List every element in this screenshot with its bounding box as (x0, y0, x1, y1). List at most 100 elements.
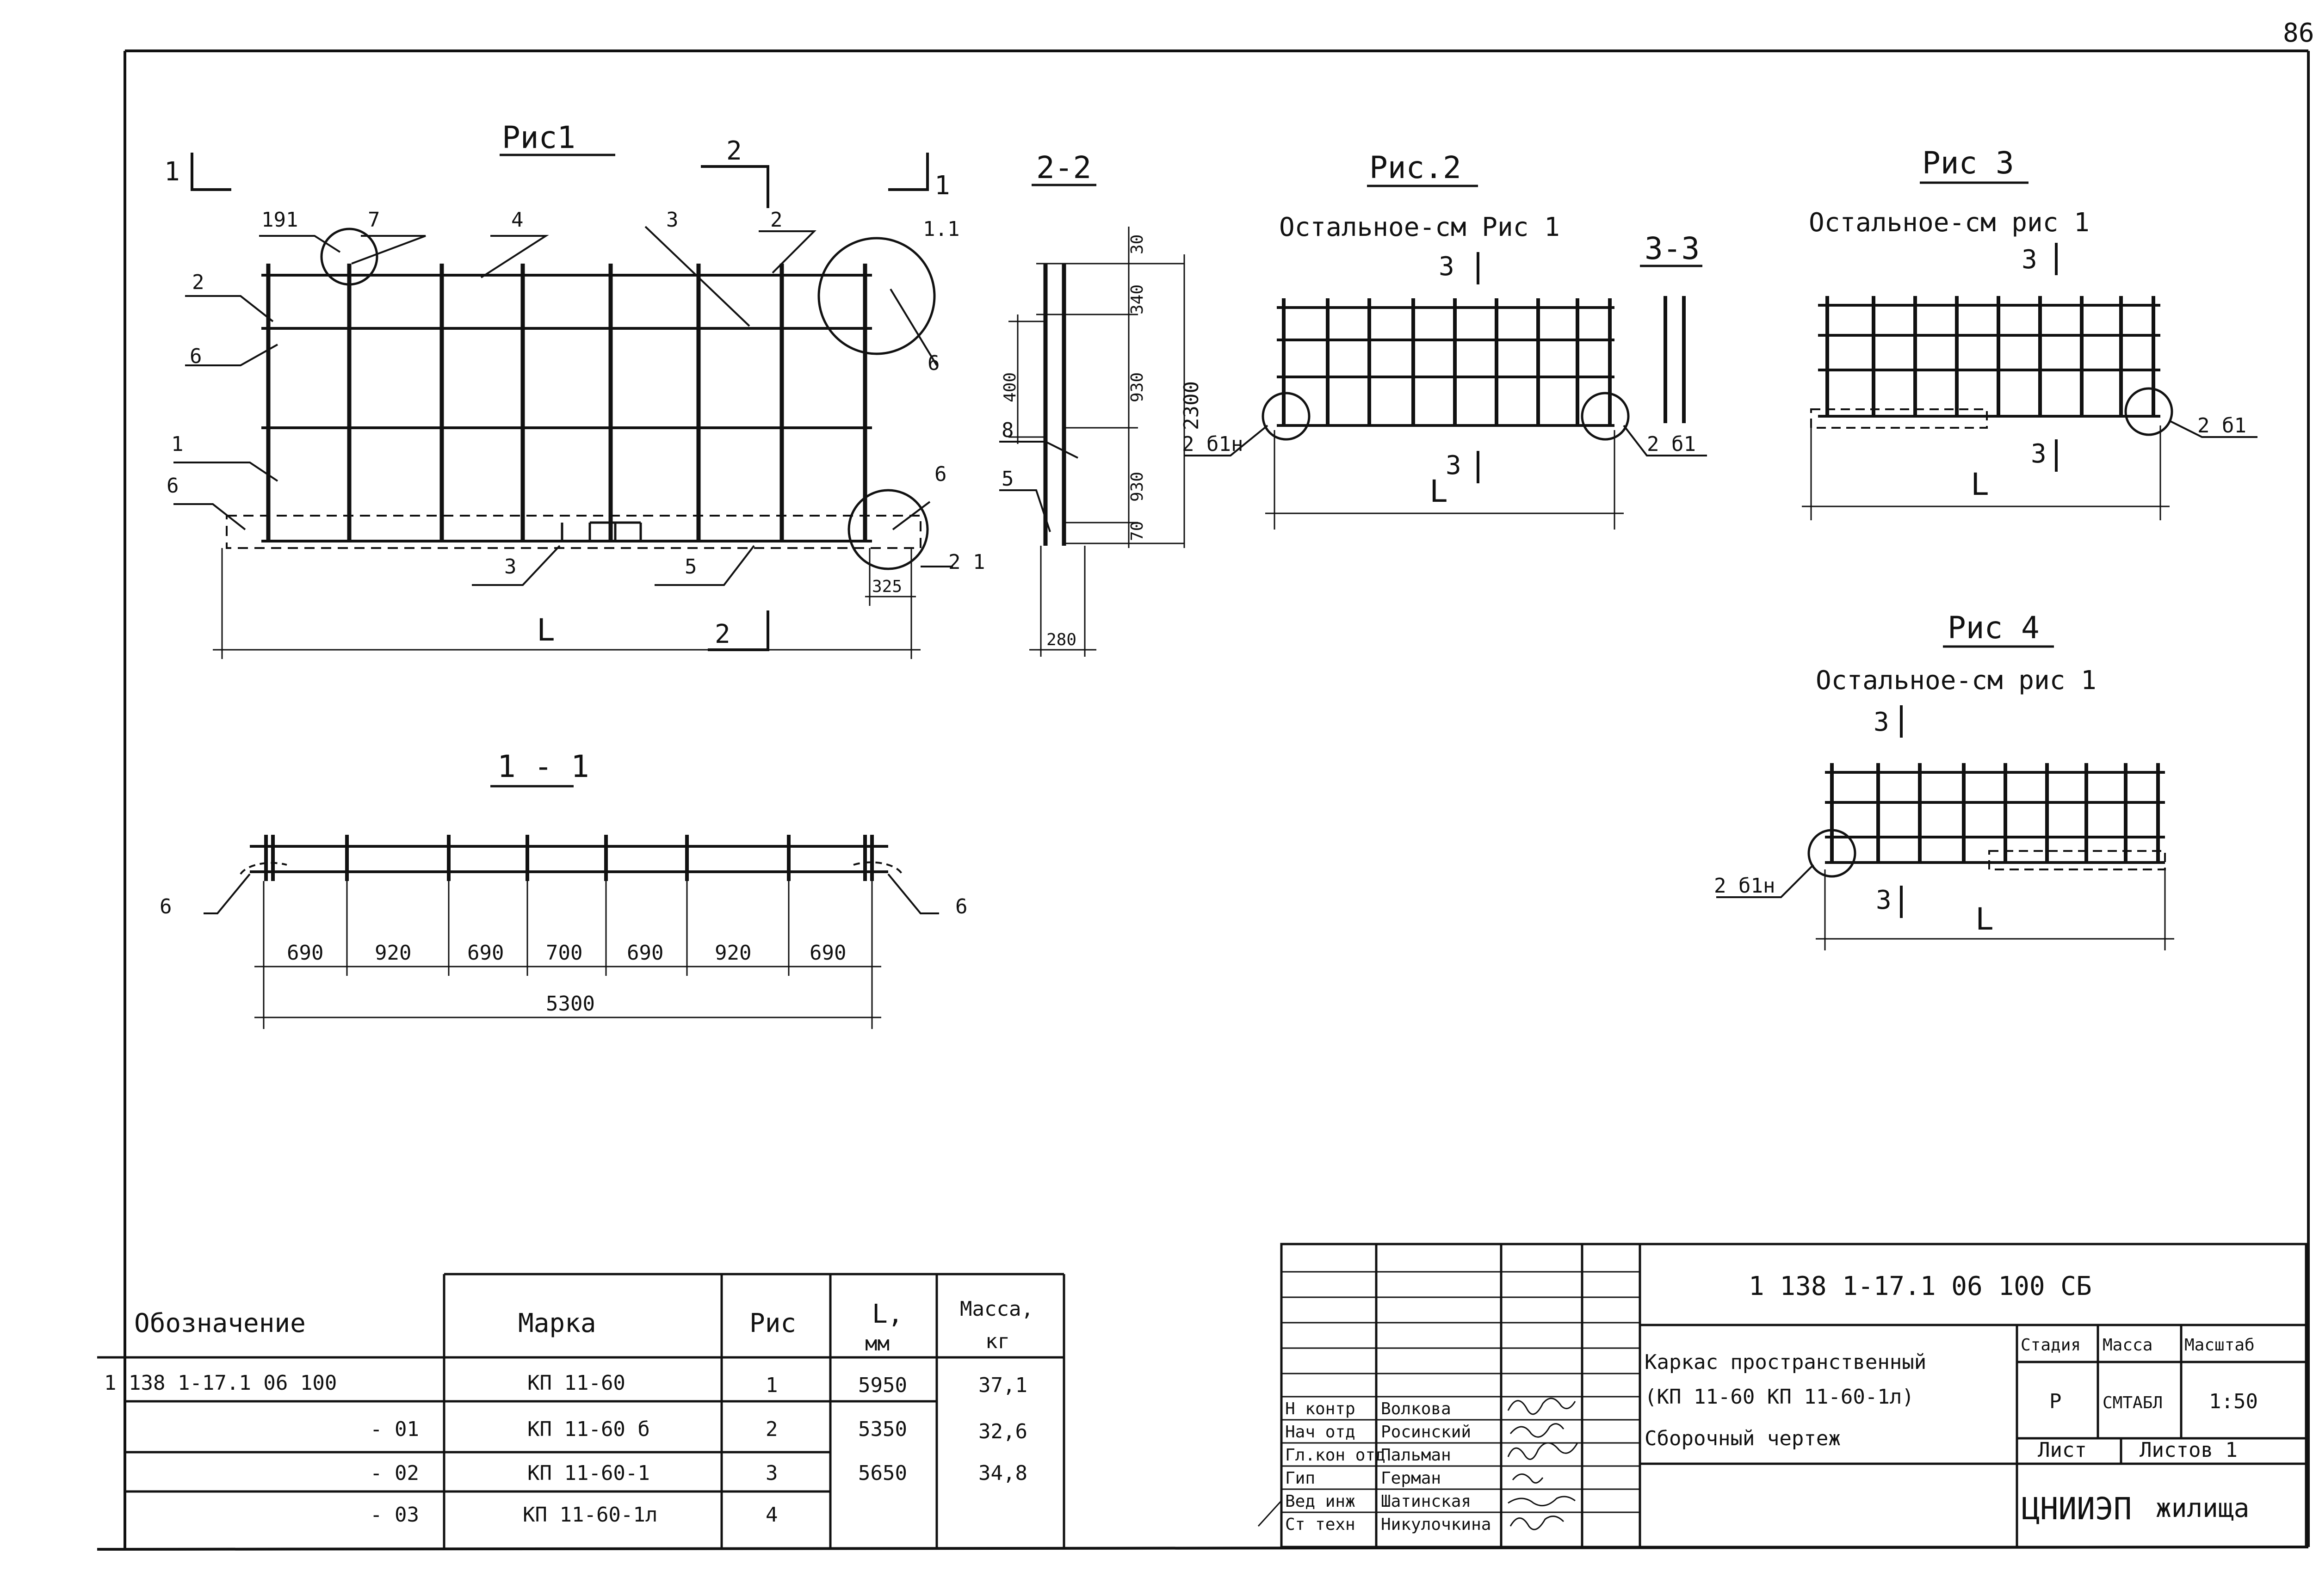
signature-row: Н контр Волкова (1285, 1399, 1451, 1418)
sec22-dim-930b: 930 (1128, 472, 1147, 502)
fig1-section1-right: 1 (934, 171, 950, 201)
spec-row-length: 5950 (858, 1374, 907, 1397)
fig1-callout-191: 191 (261, 208, 298, 232)
fig4-dim-L: L (1975, 901, 1994, 937)
spec-row: - 02 КП 11-60-1 3 5650 34,8 (370, 1461, 1027, 1485)
signature-name: Росинский (1381, 1423, 1471, 1442)
spec-header-mass: Масса, (960, 1297, 1033, 1321)
title-scale-label: Масштаб (2184, 1336, 2255, 1355)
section-2-2: 2-2 30 340 400 930 930 (999, 150, 1203, 657)
signature-name: Пальман (1381, 1446, 1451, 1465)
fig4-note: Остальное-см рис 1 (1816, 666, 2097, 696)
title-org: ЦНИИЭП (2022, 1491, 2132, 1527)
title-org-suffix: жилища (2156, 1493, 2249, 1523)
title-line-2: (КП 11-60 КП 11-60-1л) (1645, 1385, 1914, 1409)
sec11-spacing-4: 700 (546, 941, 582, 965)
spec-row: - 01 КП 11-60 б 2 5350 32,6 (370, 1417, 1027, 1443)
fig4-title: Рис 4 (1948, 610, 2040, 646)
fig1-section1-left: 1 (164, 157, 180, 187)
spec-row-designation: - 01 (370, 1417, 419, 1441)
sec11-pos-left: 6 (160, 895, 172, 918)
fig1-pos-6-low-right: 6 (934, 462, 947, 486)
signature-name: Герман (1381, 1469, 1441, 1488)
spec-row-mark: КП 11-60-1 (527, 1461, 650, 1485)
spec-header-fig: Рис (749, 1308, 796, 1338)
sec11-spacing-1: 690 (287, 941, 323, 965)
signature-role: Гип (1285, 1469, 1315, 1488)
fig1-dim-325: 325 (872, 577, 902, 596)
fig1-pos-1: 1 (171, 432, 184, 456)
fig1-pos-4: 4 (511, 208, 524, 232)
signature-role: Гл.кон отд (1285, 1446, 1385, 1465)
title-block: 1 138 1-17.1 06 100 СБ Каркас пространст… (1257, 1243, 2307, 1548)
sec22-dim-70: 70 (1128, 521, 1147, 541)
spec-table: Обозначение Марка Рис L, мм Масса, кг 1 … (97, 1273, 1065, 1549)
fig1-pos-5: 5 (685, 555, 697, 579)
section-1-1: 1 - 1 6 6 (160, 749, 968, 1029)
signature-role: Ст техн (1285, 1515, 1355, 1534)
fig1-pos-3-top: 3 (666, 208, 679, 232)
signature-role: Нач отд (1285, 1423, 1355, 1442)
spec-row-mark: КП 11-60 б (527, 1417, 650, 1441)
fig1-dim-L: L (537, 612, 555, 648)
sec22-dim-340: 340 (1128, 284, 1147, 314)
signature-name: Никулочкина (1381, 1515, 1491, 1534)
signature-row: Ст техн Никулочкина (1285, 1515, 1491, 1534)
spec-row-designation: - 02 (370, 1461, 419, 1485)
spec-header-mark: Марка (518, 1308, 596, 1338)
sec22-dim-30: 30 (1128, 234, 1147, 254)
fig1-pos-3-bottom: 3 (504, 555, 517, 579)
signature-row: Нач отд Росинский (1285, 1423, 1471, 1442)
sec11-spacing-2: 920 (375, 941, 411, 965)
fig3-sec3-bottom: 3 (2031, 439, 2047, 469)
fig1-pos-7: 7 (368, 208, 380, 232)
spec-row-length: 5350 (858, 1417, 907, 1441)
fig2-dim-L: L (1429, 474, 1448, 509)
fig1-pos-6-right: 6 (928, 351, 940, 375)
title-mass-value: СМТАБЛ (2103, 1393, 2163, 1412)
sec11-spacing-7: 690 (810, 941, 846, 965)
fig1-title: Рис1 (502, 120, 575, 155)
fig4-sec3-bottom: 3 (1876, 885, 1892, 915)
sec11-spacing-5: 690 (627, 941, 663, 965)
title-scale-value: 1:50 (2209, 1390, 2258, 1413)
title-stage-value: Р (2049, 1390, 2062, 1413)
sec22-dim-930a: 930 (1128, 372, 1147, 402)
signature-role: Н контр (1285, 1399, 1355, 1418)
fig1-section2-top: 2 (726, 136, 742, 166)
fig3-callout-right: 2 б1 (2197, 414, 2246, 438)
spec-row-mark: КП 11-60 (527, 1371, 625, 1395)
sec22-title: 2-2 (1036, 150, 1091, 185)
spec-row-mass: 32,6 (978, 1420, 1027, 1443)
signature-row: Вед инж Шатинская (1285, 1492, 1471, 1511)
signature-role: Вед инж (1285, 1492, 1355, 1511)
title-sheet-label: Лист (2038, 1438, 2087, 1462)
fig2-callout-left: 2 б1н (1182, 432, 1243, 456)
title-stage-label: Стадия (2021, 1336, 2081, 1355)
sec11-spacing-3: 690 (467, 941, 504, 965)
signature-row: Гл.кон отд Пальман (1285, 1446, 1451, 1465)
fig1-pos-6-low-left: 6 (167, 474, 179, 498)
fig2-title: Рис.2 (1369, 150, 1461, 185)
spec-header-length-unit: мм (865, 1332, 890, 1356)
fig3-sec3-top: 3 (2022, 245, 2037, 275)
fig3-title: Рис 3 (1922, 145, 2014, 181)
spec-row-mass: 34,8 (978, 1461, 1027, 1485)
sec11-title: 1 - 1 (497, 749, 589, 784)
figure-3: Рис 3 Остальное-см рис 1 3 2 б1 3 L (1802, 145, 2257, 520)
signature-name: Волкова (1381, 1399, 1451, 1418)
title-line-3: Сборочный чертеж (1645, 1427, 1841, 1450)
fig1-pos-2-right: 2 (770, 208, 783, 232)
spec-row-mark: КП 11-60-1л (523, 1503, 657, 1527)
fig3-dim-L: L (1971, 467, 1989, 502)
spec-header-mass-unit: кг (985, 1330, 1010, 1353)
sec11-spacing-6: 920 (715, 941, 751, 965)
fig1-pos-2-left: 2 (192, 271, 204, 294)
sheet-number: 86 (2283, 18, 2313, 48)
fig1-section2-bottom: 2 (715, 619, 730, 649)
spec-row-fig: 1 (766, 1374, 778, 1397)
title-mass-label: Масса (2103, 1336, 2152, 1355)
spec-row-fig: 4 (766, 1503, 778, 1527)
figure-2: Рис.2 Остальное-см Рис 1 3 2 б1н 2 б1 3 (1182, 150, 1707, 530)
title-doc-code: 1 138 1-17.1 06 100 СБ (1749, 1271, 2092, 1301)
